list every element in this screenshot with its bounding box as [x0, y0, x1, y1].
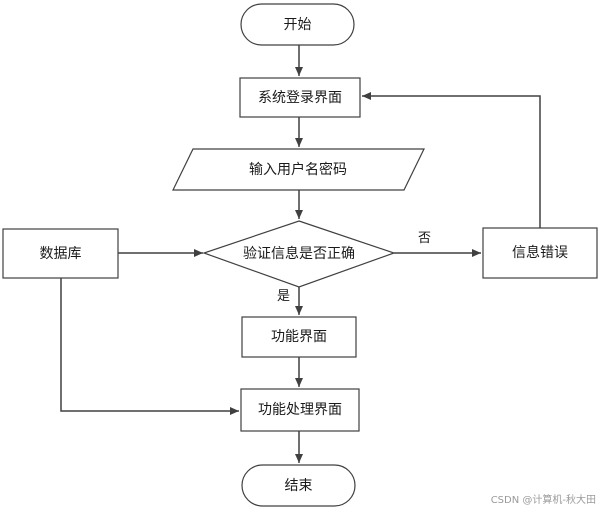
- node-verify-label: 验证信息是否正确: [243, 245, 355, 262]
- node-end: 结束: [241, 464, 356, 507]
- node-input: 输入用户名密码: [172, 148, 425, 191]
- edge-database-to-process: [60, 278, 239, 415]
- node-error-label: 信息错误: [512, 244, 568, 261]
- node-database: 数据库: [2, 228, 119, 279]
- node-function: 功能界面: [241, 316, 357, 358]
- node-login: 系统登录界面: [239, 77, 361, 118]
- node-database-label: 数据库: [40, 246, 82, 262]
- node-process-label: 功能处理界面: [258, 402, 342, 418]
- node-function-label: 功能界面: [271, 329, 327, 345]
- node-error: 信息错误: [482, 227, 598, 279]
- node-start: 开始: [240, 3, 355, 46]
- node-process: 功能处理界面: [240, 388, 360, 432]
- edges: [60, 45, 541, 463]
- edge-label-no: 否: [418, 231, 431, 246]
- node-start-label: 开始: [284, 17, 312, 33]
- edge-label-yes: 是: [277, 289, 290, 304]
- node-end-label: 结束: [285, 478, 313, 494]
- node-verify: 验证信息是否正确: [202, 220, 396, 288]
- edge-error-to-login: [362, 92, 541, 228]
- node-input-label: 输入用户名密码: [249, 161, 347, 178]
- watermark: CSDN @计算机-秋大田: [491, 493, 596, 506]
- node-login-label: 系统登录界面: [258, 90, 342, 106]
